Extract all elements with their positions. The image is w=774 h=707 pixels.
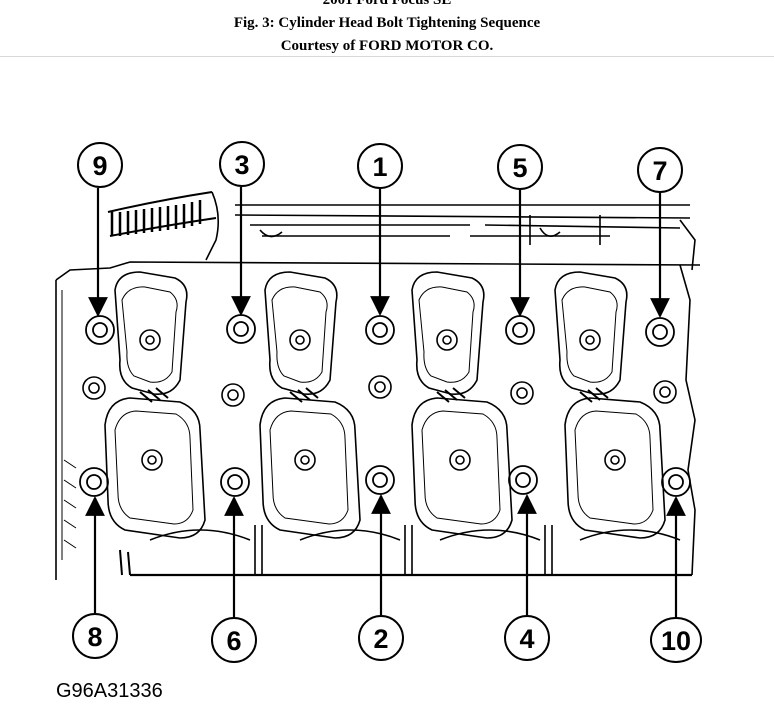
callout-circle [77,142,123,188]
callout-number: 3 [234,150,249,180]
upper-rocker-arms [114,271,628,396]
head-outline [55,261,701,580]
bolt-holes [82,375,677,407]
cylinder-head-drawing [55,191,701,580]
callout-circle [72,613,118,659]
cylinder-head-diagram: 9 3 1 5 7 8 6 2 4 10 [55,141,702,663]
cover-rail [234,204,696,271]
vehicle-title: 2001 Ford Focus SE [322,0,452,8]
rocker-links [139,387,609,403]
callout-5: 5 [497,144,543,317]
callout-4: 4 [504,494,550,661]
callout-1: 1 [357,143,403,316]
callout-9: 9 [77,142,123,317]
callout-number: 8 [87,622,102,652]
figure-courtesy: Courtesy of FORD MOTOR CO. [280,38,494,54]
callout-6: 6 [211,496,257,663]
lower-rocker-arms [104,397,666,539]
figure-header: 2001 Ford Focus SE Fig. 3: Cylinder Head… [0,0,774,57]
callout-8: 8 [72,496,118,659]
callout-circle [650,617,702,663]
callout-number: 9 [92,151,107,181]
callout-circle [637,147,683,193]
callout-circle [211,617,257,663]
head-bolts [79,314,691,497]
callout-number: 6 [226,626,241,656]
callout-3: 3 [219,141,265,316]
callout-number: 4 [519,624,534,654]
figure-title: Fig. 3: Cylinder Head Bolt Tightening Se… [233,15,541,31]
wiring-harness [107,191,220,261]
callout-number: 1 [372,152,387,182]
callout-circle [357,143,403,189]
figure-code: G96A31336 [56,680,163,702]
callout-number: 10 [661,626,691,656]
callout-circle [358,615,404,661]
lower-passages [119,525,681,576]
callout-circle [219,141,265,187]
rocker-pivot-bolts [139,329,626,471]
callout-circle [497,144,543,190]
callout-2: 2 [358,494,404,661]
callout-circle [504,615,550,661]
callout-7: 7 [637,147,683,318]
callout-10: 10 [650,496,702,663]
callout-number: 2 [373,624,388,654]
bolt-sequence-callouts: 9 3 1 5 7 8 6 2 4 10 [72,141,702,663]
callout-number: 5 [512,153,527,183]
callout-number: 7 [652,156,667,186]
